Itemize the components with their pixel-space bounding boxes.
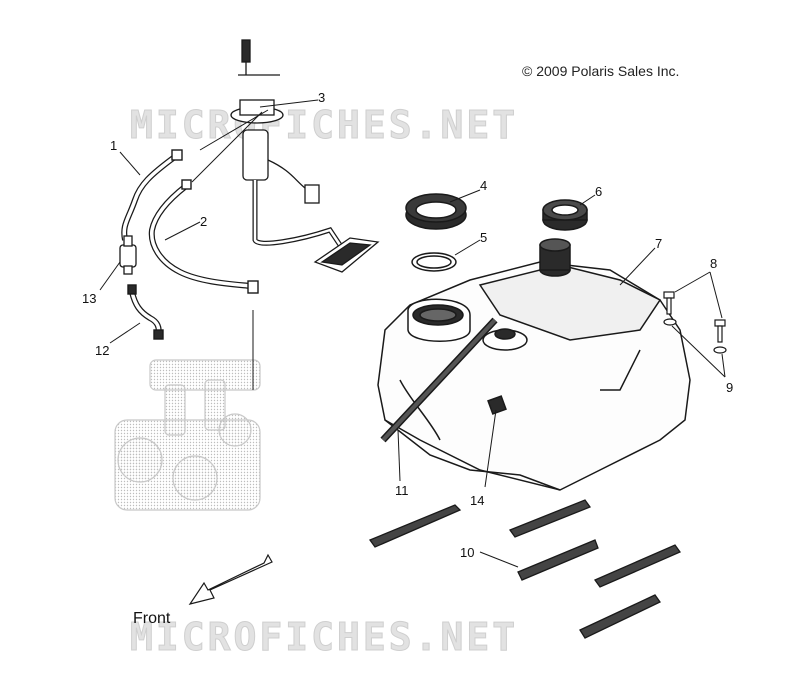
part-12-short-hose [127, 284, 164, 340]
callout-12: 12 [95, 343, 109, 358]
part-1-fuel-hose [121, 149, 183, 241]
part-11-vent-tube [380, 317, 498, 443]
part-6-fuel-cap [542, 199, 588, 231]
front-label: Front [133, 610, 171, 627]
callout-3: 3 [318, 90, 325, 105]
part-9-washers [663, 318, 727, 354]
callout-5: 5 [480, 230, 487, 245]
part-10-pads [368, 499, 681, 639]
callout-10: 10 [460, 545, 474, 560]
callout-8: 8 [710, 256, 717, 271]
watermark-bottom: MICROFICHES.NET [130, 615, 518, 659]
part-8-bolts [663, 291, 726, 343]
callout-9: 9 [726, 380, 733, 395]
throttle-body-ghost [114, 359, 261, 511]
callout-numbers: 1 2 3 4 5 6 7 8 9 10 11 12 13 14 [82, 90, 733, 560]
leader-lines [99, 99, 726, 568]
copyright-notice: © 2009 Polaris Sales Inc. [522, 63, 680, 79]
part-7-fuel-tank [377, 238, 691, 491]
callout-13: 13 [82, 291, 96, 306]
front-arrow [188, 553, 273, 605]
part-4-lock-ring [405, 193, 467, 230]
callout-2: 2 [200, 214, 207, 229]
part-2-fuel-line [148, 179, 259, 294]
part-5-seal [411, 252, 457, 272]
part-3-fuel-pump [230, 39, 380, 273]
callout-6: 6 [595, 184, 602, 199]
callout-4: 4 [480, 178, 487, 193]
callout-7: 7 [655, 236, 662, 251]
part-13-fuel-filter [119, 235, 137, 275]
callout-11: 11 [395, 483, 409, 498]
callout-1: 1 [110, 138, 117, 153]
watermark-top: MICROFICHES.NET [130, 103, 518, 147]
callout-14: 14 [470, 493, 484, 508]
